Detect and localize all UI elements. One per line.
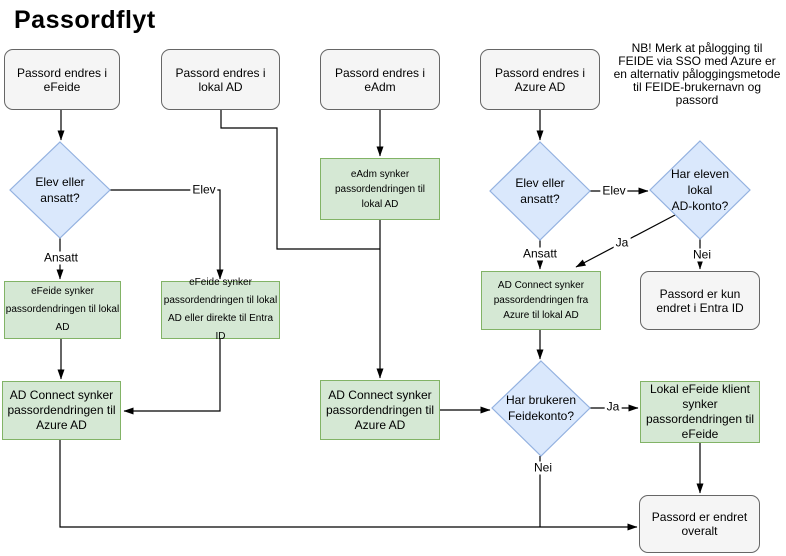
node-lokal-efeide-klient: Lokal eFeide klient synker passordendrin… [640,381,760,443]
decision-feidekonto-shape [491,360,591,457]
node-passord-endres-lokal-ad: Passord endres i lokal AD [161,49,280,110]
page-title: Passordflyt [14,6,156,34]
decision-elev-ansatt-left-label: Elev eller ansatt? [35,175,85,205]
edge-decision-left-elev [110,189,224,280]
note-text: NB! Merk at pålogging til FEIDE via SSO … [613,41,781,107]
edge-label-nei-adkonto: Nei [690,247,714,262]
decision-feidekonto-label: Har brukeren Feidekonto? [505,393,577,423]
decision-ad-konto-shape [649,140,751,240]
edge-label-ansatt-left: Ansatt [41,250,81,265]
decision-elev-ansatt-right-label: Elev eller ansatt? [515,176,565,206]
node-efeide-synker-lokal-ad: eFeide synker passordendringen til lokal… [4,281,121,339]
node-passord-endres-eadm: Passord endres i eAdm [320,49,440,110]
node-adc-synker-fra-azure: AD Connect synker passordendringen fra A… [481,271,601,330]
edge-label-ja-adkonto: Ja [613,235,631,250]
node-passord-endret-overalt: Passord er endret overalt [639,495,760,553]
node-passord-endres-azure-ad: Passord endres i Azure AD [480,49,600,110]
node-passord-endres-efeide: Passord endres i eFeide [4,49,120,110]
decision-ad-konto-label: Har eleven lokal AD-konto? [670,167,730,213]
edge-label-nei-feidekonto: Nei [531,460,555,475]
decision-elev-ansatt-right-shape [489,141,591,241]
edge-g2-to-adc-left [123,339,221,415]
node-adc-synker-azure-midt: AD Connect synker passordendringen til A… [320,380,440,440]
edge-label-elev-left: Elev [190,182,218,197]
node-adc-synker-azure-venstre: AD Connect synker passordendringen til A… [2,381,121,440]
node-eadm-synker-lokal-ad: eAdm synker passordendringen til lokal A… [320,158,440,220]
node-efeide-synker-entra-id: eFeide synker passordendringen til lokal… [161,277,280,342]
edge-lokalad-to-junction [220,110,380,250]
edge-label-elev-right: Elev [600,183,628,198]
node-passord-kun-entra-id: Passord er kun endret i Entra ID [640,271,760,330]
edge-label-ja-feidekonto: Ja [604,399,622,414]
decision-elev-ansatt-left-shape [9,141,111,239]
edge-adc-left-to-overalt [59,440,638,531]
edge-label-ansatt-right: Ansatt [520,246,560,261]
